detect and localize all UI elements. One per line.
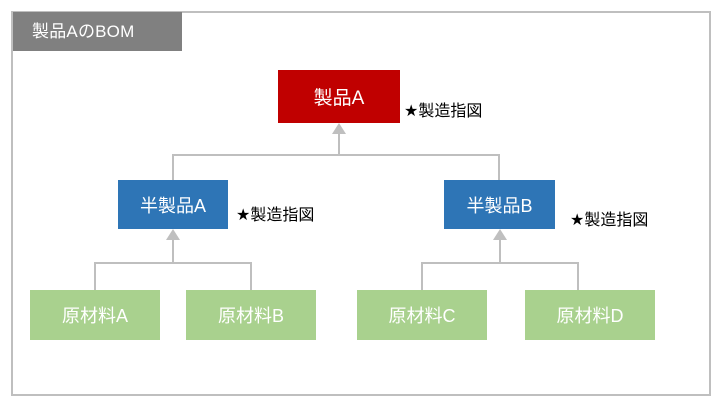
node-material-d-label: 原材料D bbox=[556, 306, 624, 326]
connector-arrow-product bbox=[332, 123, 346, 134]
connector-drop-material-c bbox=[421, 262, 423, 291]
connector-stem-semi-b bbox=[499, 240, 501, 263]
page-title: 製品AのBOM bbox=[32, 22, 135, 41]
node-material-d[interactable]: 原材料D bbox=[525, 290, 655, 340]
connector-drop-semi-a bbox=[172, 154, 174, 181]
connector-drop-semi-b bbox=[498, 154, 500, 181]
node-material-b-label: 原材料B bbox=[217, 306, 284, 326]
node-material-a-label: 原材料A bbox=[61, 306, 128, 326]
diagram-title-bar: 製品AのBOM bbox=[13, 12, 182, 51]
connector-bus-product bbox=[172, 154, 500, 156]
connector-stem-product bbox=[338, 134, 340, 155]
connector-drop-material-d bbox=[577, 262, 579, 291]
connector-stem-semi-a bbox=[172, 240, 174, 263]
node-material-c-label: 原材料C bbox=[388, 306, 456, 326]
connector-bus-semi-a bbox=[94, 262, 252, 264]
connector-arrow-semi-a bbox=[166, 229, 180, 240]
node-semi-product-a-label: 半製品A bbox=[139, 195, 206, 216]
connector-arrow-semi-b bbox=[493, 229, 507, 240]
node-semi-product-b-label: 半製品B bbox=[466, 195, 533, 216]
node-semi-product-a[interactable]: 半製品A bbox=[118, 180, 228, 229]
node-product-a[interactable]: 製品A bbox=[278, 70, 400, 123]
annotation-semi-b-order: ★製造指図 bbox=[570, 212, 649, 229]
node-semi-product-b[interactable]: 半製品B bbox=[444, 180, 555, 229]
node-material-b[interactable]: 原材料B bbox=[186, 290, 316, 340]
connector-bus-semi-b bbox=[421, 262, 579, 264]
connector-drop-material-b bbox=[250, 262, 252, 291]
node-material-c[interactable]: 原材料C bbox=[357, 290, 487, 340]
diagram-frame bbox=[11, 11, 711, 396]
annotation-product-order: ★製造指図 bbox=[404, 103, 483, 120]
node-product-a-label: 製品A bbox=[313, 88, 365, 109]
annotation-semi-a-order: ★製造指図 bbox=[236, 207, 315, 224]
node-material-a[interactable]: 原材料A bbox=[30, 290, 160, 340]
connector-drop-material-a bbox=[94, 262, 96, 291]
